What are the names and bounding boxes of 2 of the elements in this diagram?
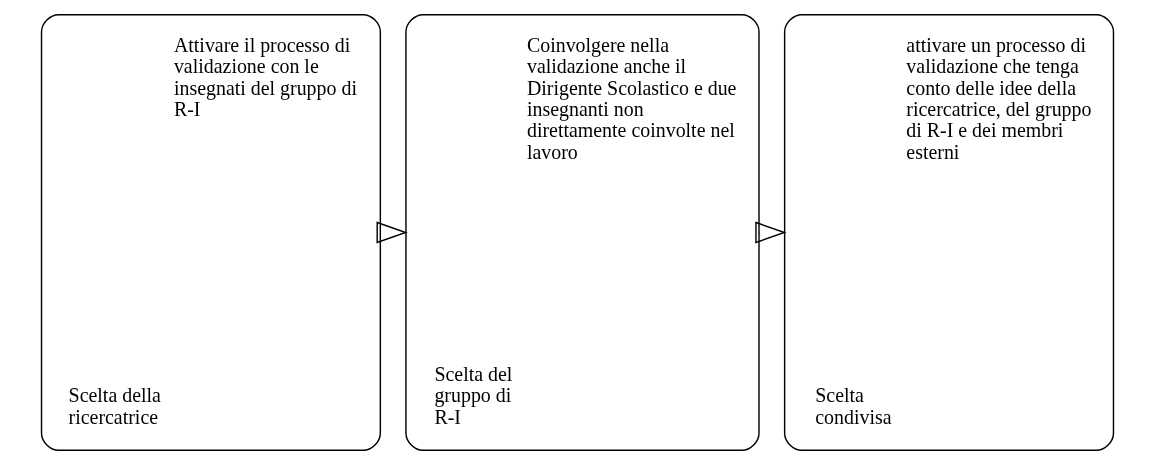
node-box: Scelta condivisa attivare un processo di validazione che tenga conto delle idee della ricercatrice, del gruppo di R-I e dei membri esterni: [783, 13, 1114, 451]
arrow: [754, 221, 787, 243]
